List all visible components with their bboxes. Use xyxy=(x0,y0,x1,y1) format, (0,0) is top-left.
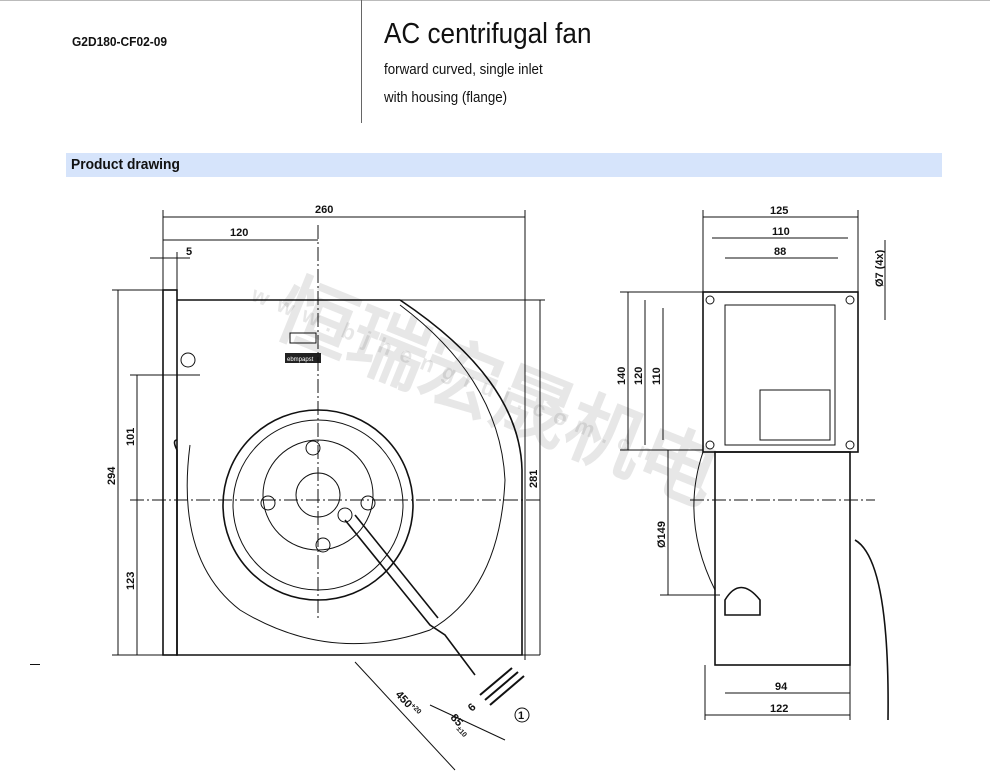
brand-label: ebmpapst xyxy=(287,357,314,363)
product-subtitle: with housing (flange) xyxy=(384,90,508,106)
dim-281: 281 xyxy=(528,470,540,488)
section-title: Product drawing xyxy=(71,156,180,173)
dim-294: 294 xyxy=(106,466,118,485)
section-header: Product drawing xyxy=(66,153,942,177)
dim-88: 88 xyxy=(774,246,786,258)
dim-dia149: Ø149 xyxy=(656,521,668,548)
dim-120: 120 xyxy=(230,227,248,239)
dim-hole: Ø7 (4x) xyxy=(874,249,886,287)
dim-94: 94 xyxy=(775,681,788,693)
dim-260: 260 xyxy=(315,204,333,216)
side-view xyxy=(620,210,889,721)
dim-123: 123 xyxy=(125,572,137,590)
dim-450: 450+20 xyxy=(393,689,422,719)
callout-1: 1 xyxy=(518,710,524,722)
dim-85: 85±10 xyxy=(446,712,473,739)
dim-120: 120 xyxy=(633,367,645,385)
dim-125: 125 xyxy=(770,205,788,217)
dim-122: 122 xyxy=(770,703,788,715)
dim-6: 6 xyxy=(466,701,479,714)
top-border xyxy=(0,0,990,1)
dim-101: 101 xyxy=(125,428,137,446)
dim-140: 140 xyxy=(616,367,628,385)
dim-110: 110 xyxy=(772,226,790,238)
product-subtitle: forward curved, single inlet xyxy=(384,62,543,78)
header-divider xyxy=(361,0,362,123)
dim-110-vertical: 110 xyxy=(651,367,663,385)
dim-5: 5 xyxy=(186,246,192,258)
model-number: G2D180-CF02-09 xyxy=(72,34,168,49)
product-title: AC centrifugal fan xyxy=(384,18,592,50)
margin-mark xyxy=(30,664,40,665)
front-view xyxy=(112,210,545,771)
